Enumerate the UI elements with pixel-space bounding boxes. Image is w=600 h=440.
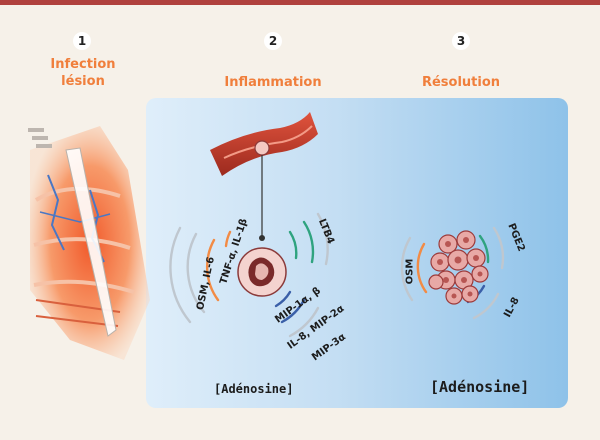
stage-3-title: Résolution <box>421 75 501 90</box>
apoptotic-nuclei <box>437 237 483 299</box>
stage-2-number: 2 <box>264 32 282 50</box>
macrophage-cell <box>237 247 287 297</box>
top-accent-bar <box>0 0 600 5</box>
adenosine-label-inflammation: [Adénosine] <box>214 382 294 396</box>
tissue-lesion-illustration <box>28 126 150 360</box>
adenosine-label-resolution: [Adénosine] <box>430 378 530 396</box>
stage-1-title: Infection lésion <box>40 56 126 90</box>
stage-1-title-line2: lésion <box>61 74 105 89</box>
stage-1-number: 1 <box>73 32 91 50</box>
label-osm-resolution: OSM <box>404 258 416 285</box>
stage-3-number: 3 <box>452 32 470 50</box>
blood-vessel-illustration <box>210 112 318 241</box>
stage-1-title-line1: Infection <box>50 57 116 72</box>
signal-arcs-inflammation <box>169 212 329 338</box>
stage-2-title: Inflammation <box>224 75 322 90</box>
